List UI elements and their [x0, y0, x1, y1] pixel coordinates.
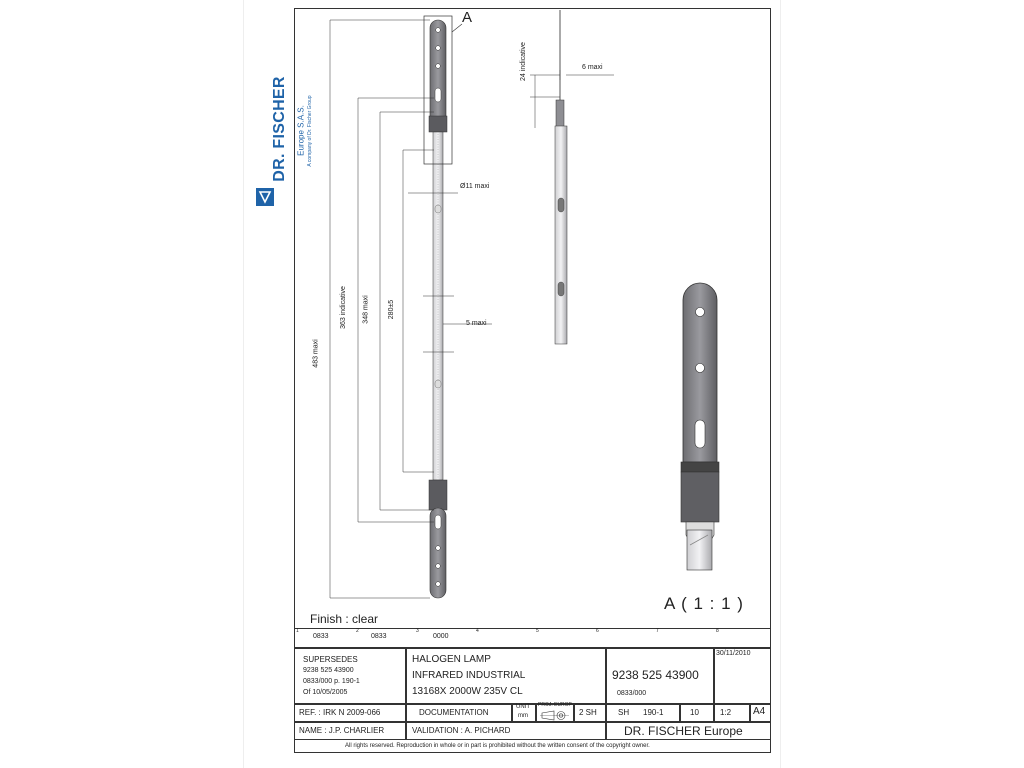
documentation-text: DOCUMENTATION: [419, 708, 489, 717]
dim-diameter: Ø11 maxi: [460, 183, 490, 190]
scale-cell: [714, 704, 750, 722]
zone-value-1: 0833: [313, 633, 329, 640]
supersedes-line-1: 9238 525 43900: [303, 667, 354, 674]
logo-mark-icon: [256, 188, 274, 206]
issue-date: 30/11/2010: [716, 650, 751, 657]
lamp-main-view: [428, 19, 448, 599]
dim-5: 5 maxi: [466, 320, 487, 327]
dim-348: 348 maxi: [362, 295, 370, 324]
zone-num-6: 6: [596, 628, 599, 634]
zone-num-8: 8: [716, 628, 719, 634]
ref-cell: [294, 704, 406, 722]
validation-cell: [406, 722, 606, 740]
dim-6: 6 maxi: [582, 64, 603, 71]
part-number-cell: [606, 648, 714, 704]
name-cell: [294, 722, 406, 740]
title-line-1: HALOGEN LAMP: [412, 654, 491, 665]
company-name: DR. FISCHER Europe: [624, 724, 743, 738]
zone-num-4: 4: [476, 628, 479, 634]
technical-drawing: [329, 10, 720, 599]
finish-note: Finish : clear: [310, 612, 379, 626]
drafter-name: NAME : J.P. CHARLIER: [299, 726, 385, 735]
supersedes-line-2: 0833/000 p. 190-1: [303, 678, 360, 685]
zone-value-2: 0833: [371, 633, 387, 640]
zone-num-1: 1: [296, 628, 299, 634]
scale: 1:2: [720, 708, 732, 717]
zone-num-2: 2: [356, 628, 359, 634]
dim-483: 483 maxi: [312, 339, 320, 368]
rev-cell: [680, 704, 714, 722]
part-sub: 0833/000: [617, 690, 647, 697]
supersedes-label: SUPERSEDES: [303, 655, 358, 664]
company-cell: [606, 722, 771, 740]
title-line-3: 13168X 2000W 235V CL: [412, 686, 523, 697]
supersedes-line-3: Of 10/05/2005: [303, 689, 348, 696]
supersedes-cell: [294, 648, 406, 704]
proj-cell: [536, 704, 574, 722]
company-logo: DR. FISCHER Europe S.A.S. A company of D…: [252, 70, 313, 220]
sh-cell: [606, 704, 680, 722]
zone-num-7: 7: [656, 628, 659, 634]
zone-num-5: 5: [536, 628, 539, 634]
zone-num-3: 3: [416, 628, 419, 634]
dim-24: 24 indicative: [519, 42, 527, 81]
detail-a-view: [680, 282, 720, 571]
drawing-frame: [294, 8, 771, 753]
part-number: 9238 525 43900: [612, 668, 699, 682]
title-cell: [406, 648, 606, 704]
logo-brand: DR. FISCHER: [271, 76, 288, 182]
detail-scale: A ( 1 : 1 ): [664, 594, 744, 613]
projection-symbol-icon: [540, 710, 569, 721]
dim-363: 363 indicative: [339, 286, 347, 329]
ref-text: REF. : IRK N 2009-066: [299, 708, 381, 717]
zone-row: [294, 628, 771, 648]
validator-name: VALIDATION : A. PICHARD: [412, 726, 511, 735]
dim-280: 280±5: [388, 299, 396, 320]
detail-label: A: [462, 9, 473, 26]
copyright-note: All rights reserved. Reproduction in who…: [345, 743, 650, 749]
unit-label: UNIT: [516, 704, 530, 710]
sheets-cell: [574, 704, 606, 722]
doc-cell: [406, 704, 512, 722]
sh-number: 190-1: [643, 708, 664, 717]
zone-value-3: 0000: [433, 633, 449, 640]
unit-cell: [512, 704, 536, 722]
sheet-format: A4: [753, 706, 766, 717]
sheet-count: 2 SH: [579, 708, 597, 717]
revision: 10: [690, 708, 699, 717]
projection-label: PROJ. EUROP: [538, 702, 572, 708]
sh-label: SH: [618, 708, 630, 717]
lamp-side-view: [530, 10, 614, 345]
unit-value: mm: [518, 713, 528, 719]
format-cell: [750, 704, 771, 722]
date-cell: [714, 648, 771, 704]
title-line-2: INFRARED INDUSTRIAL: [412, 670, 526, 681]
